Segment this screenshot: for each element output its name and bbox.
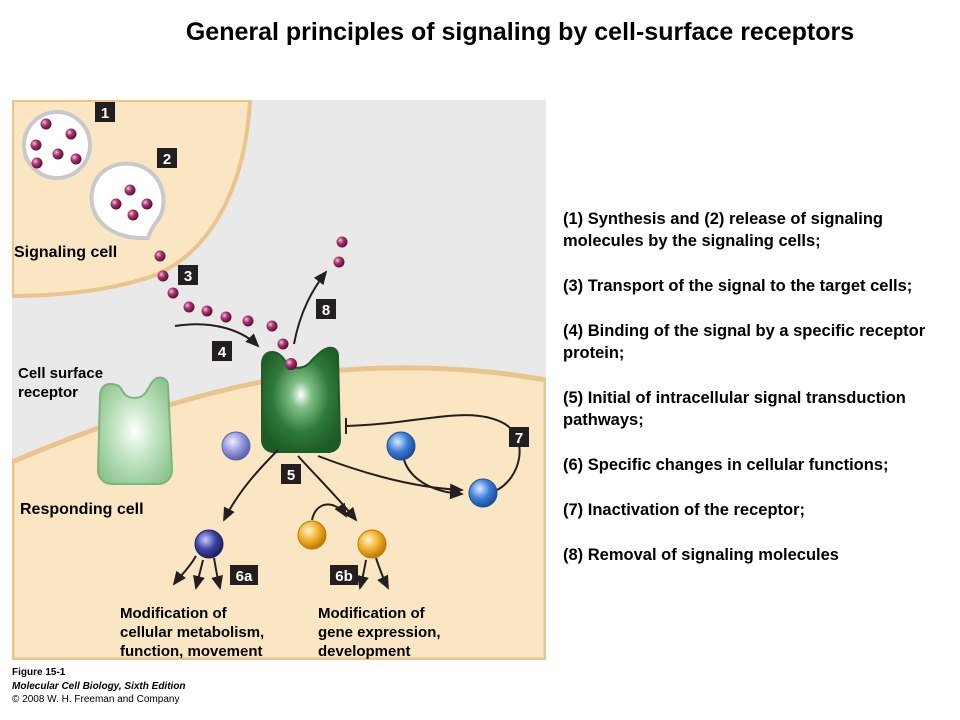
mod-gene-label-line3: development (318, 643, 411, 660)
removed-signal-molecules (333, 236, 348, 268)
legend-item-7: (8) Removal of signaling molecules (563, 546, 839, 564)
pathway-arrows (172, 270, 521, 590)
step-badge-5: 5 (281, 464, 301, 484)
orange-protein-1 (297, 520, 327, 550)
output-arrow-6b-1 (357, 559, 369, 590)
legend-item-3: (4) Binding of the signal by a specific … (563, 322, 926, 362)
figure-credit: Figure 15-1 Molecular Cell Biology, Sixt… (12, 666, 186, 707)
vesicle-molecules (30, 118, 82, 169)
svg-text:8: 8 (322, 302, 330, 319)
mod-metabolism-label-line1: Modification of (120, 605, 228, 622)
step-badge-7: 7 (509, 427, 529, 447)
signaling-cell-label: Signaling cell (14, 244, 117, 261)
cell-surface-receptor-label-line2: receptor (18, 384, 78, 401)
pathway-arrow-6a (223, 449, 279, 522)
removal-arrow (293, 270, 328, 345)
book-title: Molecular Cell Biology, Sixth Edition (12, 680, 186, 692)
blue-protein-2 (468, 478, 498, 508)
figure-number: Figure 15-1 (12, 667, 66, 678)
copyright-line: © 2008 W. H. Freeman and Company (12, 694, 180, 705)
svg-text:7: 7 (515, 430, 523, 447)
indigo-protein (194, 529, 224, 559)
svg-text:4: 4 (218, 344, 227, 361)
svg-text:2: 2 (163, 151, 171, 168)
blue-protein-1 (386, 431, 416, 461)
bound-signal-molecule (285, 358, 297, 370)
cell-surface-receptor-label-line1: Cell surface (18, 365, 103, 382)
svg-text:3: 3 (184, 268, 192, 285)
svg-text:6a: 6a (236, 568, 253, 585)
svg-text:1: 1 (101, 105, 109, 122)
responding-cell-label: Responding cell (20, 501, 144, 518)
orange-protein-2 (357, 529, 387, 559)
mod-metabolism-label-line2: cellular metabolism, (120, 624, 264, 641)
legend-item-4: (5) Initial of intracellular signal tran… (563, 389, 906, 429)
svg-text:5: 5 (287, 467, 295, 484)
output-arrow-6a-1 (172, 555, 197, 586)
legend-item-1: (1) Synthesis and (2) release of signali… (563, 210, 884, 250)
signal-molecules-transport (154, 250, 289, 350)
legend-item-6: (7) Inactivation of the receptor; (563, 501, 806, 519)
step-badge-4: 4 (212, 341, 232, 361)
pathway-arrow-7 (317, 455, 464, 496)
mod-gene-label-line1: Modification of (318, 605, 426, 622)
arrow-blue-to-blue (403, 459, 464, 500)
inactive-receptor (96, 376, 174, 485)
inactivation-loop (345, 414, 521, 491)
step-badge-6b: 6b (330, 565, 358, 585)
mod-gene-label-line2: gene expression, (318, 624, 441, 641)
pathway-arrow-6b (297, 455, 358, 522)
step-badge-1: 1 (95, 102, 115, 122)
lavender-protein (221, 431, 251, 461)
step-badge-8: 8 (316, 299, 336, 319)
step-badge-3: 3 (178, 265, 198, 285)
svg-text:6b: 6b (335, 568, 353, 585)
step-badge-6a: 6a (230, 565, 258, 585)
step-badges: 1 2 3 4 5 6a 6b 7 (95, 102, 529, 585)
exocytosis-pocket (89, 161, 166, 241)
step-badge-2: 2 (157, 148, 177, 168)
binding-arrow (174, 323, 260, 348)
legend-item-5: (6) Specific changes in cellular functio… (563, 456, 889, 474)
output-arrow-6a-3 (211, 557, 223, 590)
pocket-molecules (110, 184, 153, 221)
output-arrow-6a-2 (193, 559, 205, 590)
step-legend: (1) Synthesis and (2) release of signali… (563, 208, 960, 589)
page-title: General principles of signaling by cell-… (185, 18, 855, 46)
mod-metabolism-label-line3: function, movement (120, 643, 263, 660)
transcription-arrow (311, 502, 348, 521)
legend-item-2: (3) Transport of the signal to the targe… (563, 277, 913, 295)
output-arrow-6b-2 (375, 557, 389, 590)
